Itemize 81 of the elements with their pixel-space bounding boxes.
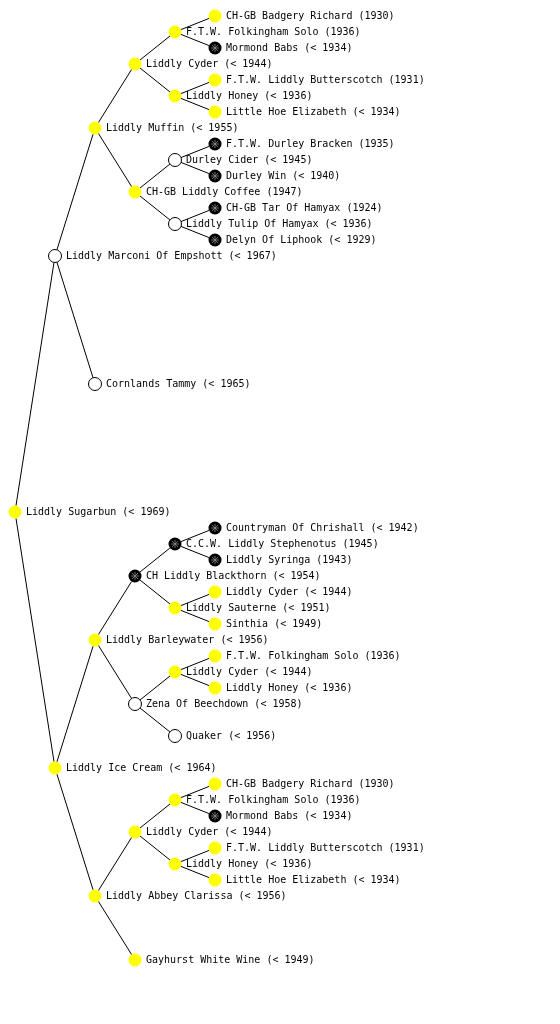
connector-line <box>139 803 171 829</box>
connector-line <box>180 785 210 799</box>
dog-name-label: Cornlands Tammy (< 1965) <box>106 378 251 390</box>
dog-name-label: F.T.W. Folkingham Solo (1936) <box>186 794 361 806</box>
dog-name-label: CH-GB Badgery Richard (1930) <box>226 778 395 790</box>
connector-line <box>97 133 133 187</box>
dog-name-label: Liddly Syringa (1943) <box>226 554 353 566</box>
dog-name-label: Little Hoe Elizabeth (< 1934) <box>226 106 401 118</box>
dog-name-label: Liddly Abbey Clarissa (< 1956) <box>106 890 287 902</box>
connector-line <box>56 261 94 379</box>
dog-name-label: Liddly Honey (< 1936) <box>226 682 353 694</box>
connector-line <box>139 547 171 573</box>
connector-line <box>180 225 210 239</box>
dog-name-label: Liddly Cyder (< 1944) <box>186 666 313 678</box>
dog-name-label: Quaker (< 1956) <box>186 730 277 742</box>
connector-line <box>56 645 94 763</box>
connector-line <box>180 673 210 687</box>
dog-name-label: Liddly Sauterne (< 1951) <box>186 602 331 614</box>
connector-line <box>180 849 210 863</box>
connector-line <box>180 545 210 559</box>
dog-name-label: CH-GB Badgery Richard (1930) <box>226 10 395 22</box>
dog-name-label: Liddly Tulip Of Hamyax (< 1936) <box>186 218 373 230</box>
connector-line <box>97 901 133 955</box>
dog-name-label: Liddly Cyder (< 1944) <box>226 586 353 598</box>
connector-line <box>180 97 210 111</box>
dog-name-label: Liddly Muffin (< 1955) <box>106 122 239 134</box>
connector-line <box>15 517 55 763</box>
connector-line <box>56 133 94 251</box>
connector-line <box>180 145 210 159</box>
dog-name-label: Liddly Honey (< 1936) <box>186 90 313 102</box>
dog-name-label: Little Hoe Elizabeth (< 1934) <box>226 874 401 886</box>
connector-line <box>139 675 171 701</box>
connector-line <box>180 865 210 879</box>
connector-line <box>180 529 210 543</box>
connector-line <box>139 579 171 605</box>
dog-name-label: F.T.W. Liddly Butterscotch (1931) <box>226 842 425 854</box>
connector-line <box>139 195 171 221</box>
dog-name-label: Gayhurst White Wine (< 1949) <box>146 954 315 966</box>
dog-name-label: Liddly Cyder (< 1944) <box>146 58 273 70</box>
connector-line <box>180 593 210 607</box>
dog-name-label: CH Liddly Blackthorn (< 1954) <box>146 570 321 582</box>
connector-line <box>180 33 210 47</box>
connector-line <box>180 609 210 623</box>
dog-name-label: Delyn Of Liphook (< 1929) <box>226 234 377 246</box>
connector-line <box>180 801 210 815</box>
dog-name-label: Zena Of Beechdown (< 1958) <box>146 698 303 710</box>
connector-line <box>139 835 171 861</box>
connector-line <box>180 17 210 31</box>
dog-name-label: Countryman Of Chrishall (< 1942) <box>226 522 419 534</box>
connector-line <box>56 773 94 891</box>
dog-name-label: Durley Win (< 1940) <box>226 170 341 182</box>
dog-name-label: Liddly Ice Cream (< 1964) <box>66 762 217 774</box>
dog-name-label: Mormond Babs (< 1934) <box>226 42 353 54</box>
connector-line <box>97 837 133 891</box>
dog-name-label: C.C.W. Liddly Stephenotus (1945) <box>186 538 379 550</box>
connector-line <box>139 707 171 733</box>
connector-line <box>97 581 133 635</box>
connector-line <box>139 163 171 189</box>
dog-name-label: Liddly Sugarbun (< 1969) <box>26 506 171 518</box>
dog-name-label: F.T.W. Folkingham Solo (1936) <box>226 650 401 662</box>
dog-name-label: F.T.W. Durley Bracken (1935) <box>226 138 395 150</box>
dog-name-label: CH-GB Tar Of Hamyax (1924) <box>226 202 383 214</box>
connector-line <box>15 261 55 507</box>
dog-name-label: Mormond Babs (< 1934) <box>226 810 353 822</box>
connector-line <box>139 35 171 61</box>
connector-line <box>180 81 210 95</box>
dog-name-label: Liddly Barleywater (< 1956) <box>106 634 269 646</box>
dog-name-label: Sinthia (< 1949) <box>226 618 323 630</box>
connector-line <box>139 67 171 93</box>
connector-line <box>180 209 210 223</box>
connector-line <box>97 645 133 699</box>
dog-name-label: Durley Cider (< 1945) <box>186 154 313 166</box>
dog-name-label: CH-GB Liddly Coffee (1947) <box>146 186 303 198</box>
connector-line <box>180 657 210 671</box>
dog-name-label: F.T.W. Folkingham Solo (1936) <box>186 26 361 38</box>
connector-line <box>97 69 133 123</box>
dog-name-label: Liddly Marconi Of Empshott (< 1967) <box>66 250 277 262</box>
dog-name-label: Liddly Honey (< 1936) <box>186 858 313 870</box>
dog-name-label: F.T.W. Liddly Butterscotch (1931) <box>226 74 425 86</box>
connector-line <box>180 161 210 175</box>
dog-name-label: Liddly Cyder (< 1944) <box>146 826 273 838</box>
